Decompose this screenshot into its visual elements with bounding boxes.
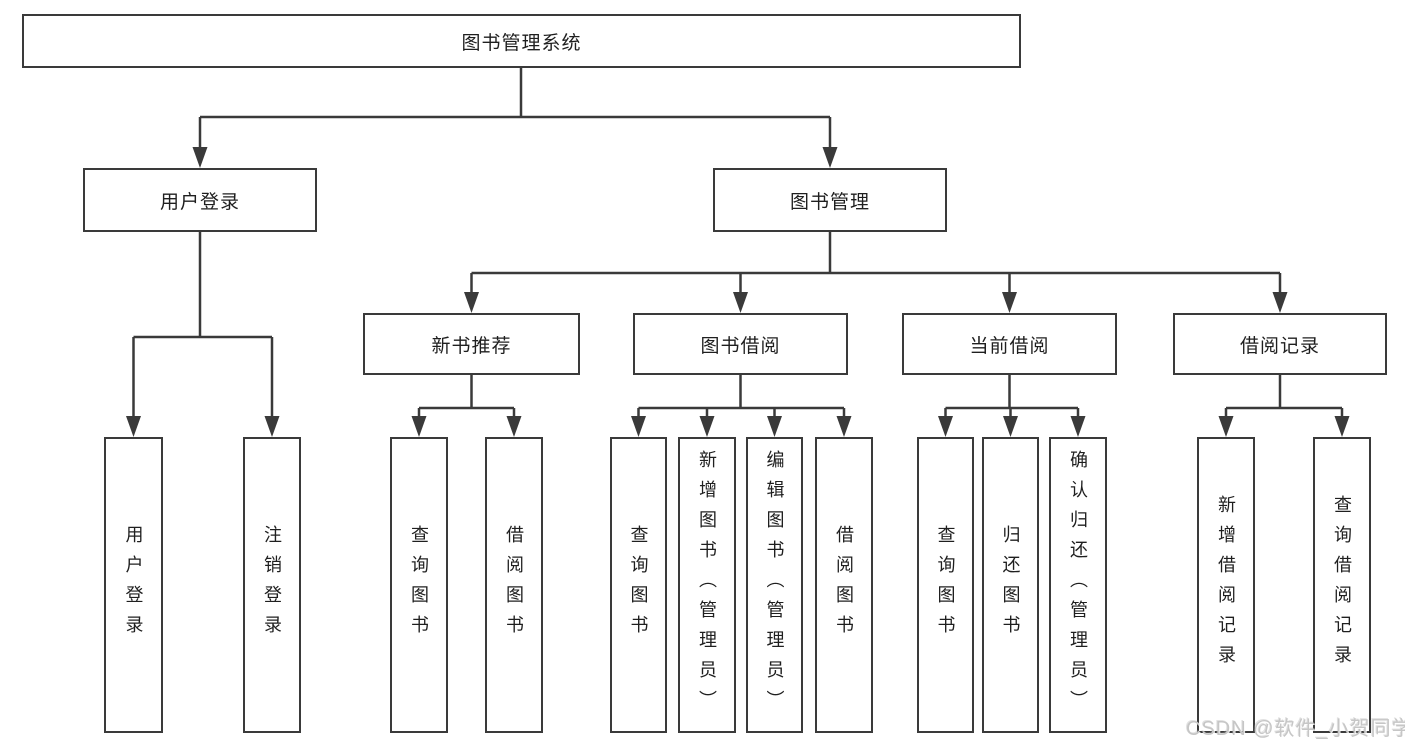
node-user-login: 用户登录 xyxy=(83,168,317,232)
node-current-borrowing: 当前借阅 xyxy=(902,313,1117,375)
node-label: 新增借阅记录 xyxy=(1216,495,1236,675)
node-leaf-return-books: 归还图书 xyxy=(982,437,1039,733)
node-book-borrowing: 图书借阅 xyxy=(633,313,848,375)
node-label: 编辑图书（管理员） xyxy=(764,450,785,720)
node-label: 确认归还（管理员） xyxy=(1068,450,1088,720)
node-leaf-query-borrow-record: 查询借阅记录 xyxy=(1313,437,1371,733)
csdn-watermark: CSDN @软件_小贺同学 xyxy=(1186,718,1405,740)
node-label: 借阅记录 xyxy=(1239,335,1320,357)
node-label: 查询图书 xyxy=(628,525,649,645)
node-leaf-edit-books-admin: 编辑图书（管理员） xyxy=(746,437,803,733)
node-leaf-logout: 注销登录 xyxy=(243,437,301,733)
node-borrowing-records: 借阅记录 xyxy=(1173,313,1387,375)
node-leaf-query-books: 查询图书 xyxy=(917,437,974,733)
node-book-management: 图书管理 xyxy=(713,168,947,232)
node-leaf-add-borrow-record: 新增借阅记录 xyxy=(1197,437,1255,733)
node-label: 图书管理 xyxy=(789,191,870,213)
node-label: 新书推荐 xyxy=(431,335,512,357)
node-label: 图书管理系统 xyxy=(461,32,582,54)
node-label: 借阅图书 xyxy=(504,525,524,645)
node-leaf-borrow-books: 借阅图书 xyxy=(485,437,543,733)
node-label: 借阅图书 xyxy=(834,525,854,645)
node-label: 查询图书 xyxy=(935,525,956,645)
node-leaf-query-books: 查询图书 xyxy=(610,437,667,733)
node-leaf-add-books-admin: 新增图书（管理员） xyxy=(678,437,736,733)
node-leaf-user-login: 用户登录 xyxy=(104,437,163,733)
node-label: 当前借阅 xyxy=(969,335,1050,357)
node-new-book-recommendation: 新书推荐 xyxy=(363,313,580,375)
node-label: 用户登录 xyxy=(159,191,240,213)
node-library-management-system: 图书管理系统 xyxy=(22,14,1021,68)
node-label: 用户登录 xyxy=(123,525,144,645)
node-label: 查询图书 xyxy=(409,525,429,645)
node-label: 新增图书（管理员） xyxy=(697,450,717,720)
node-leaf-query-books: 查询图书 xyxy=(390,437,448,733)
node-label: 注销登录 xyxy=(262,525,282,645)
node-label: 归还图书 xyxy=(1000,525,1021,645)
node-label: 查询借阅记录 xyxy=(1332,495,1352,675)
node-leaf-confirm-return-admin: 确认归还（管理员） xyxy=(1049,437,1107,733)
node-leaf-borrow-books: 借阅图书 xyxy=(815,437,873,733)
node-label: 图书借阅 xyxy=(700,335,781,357)
